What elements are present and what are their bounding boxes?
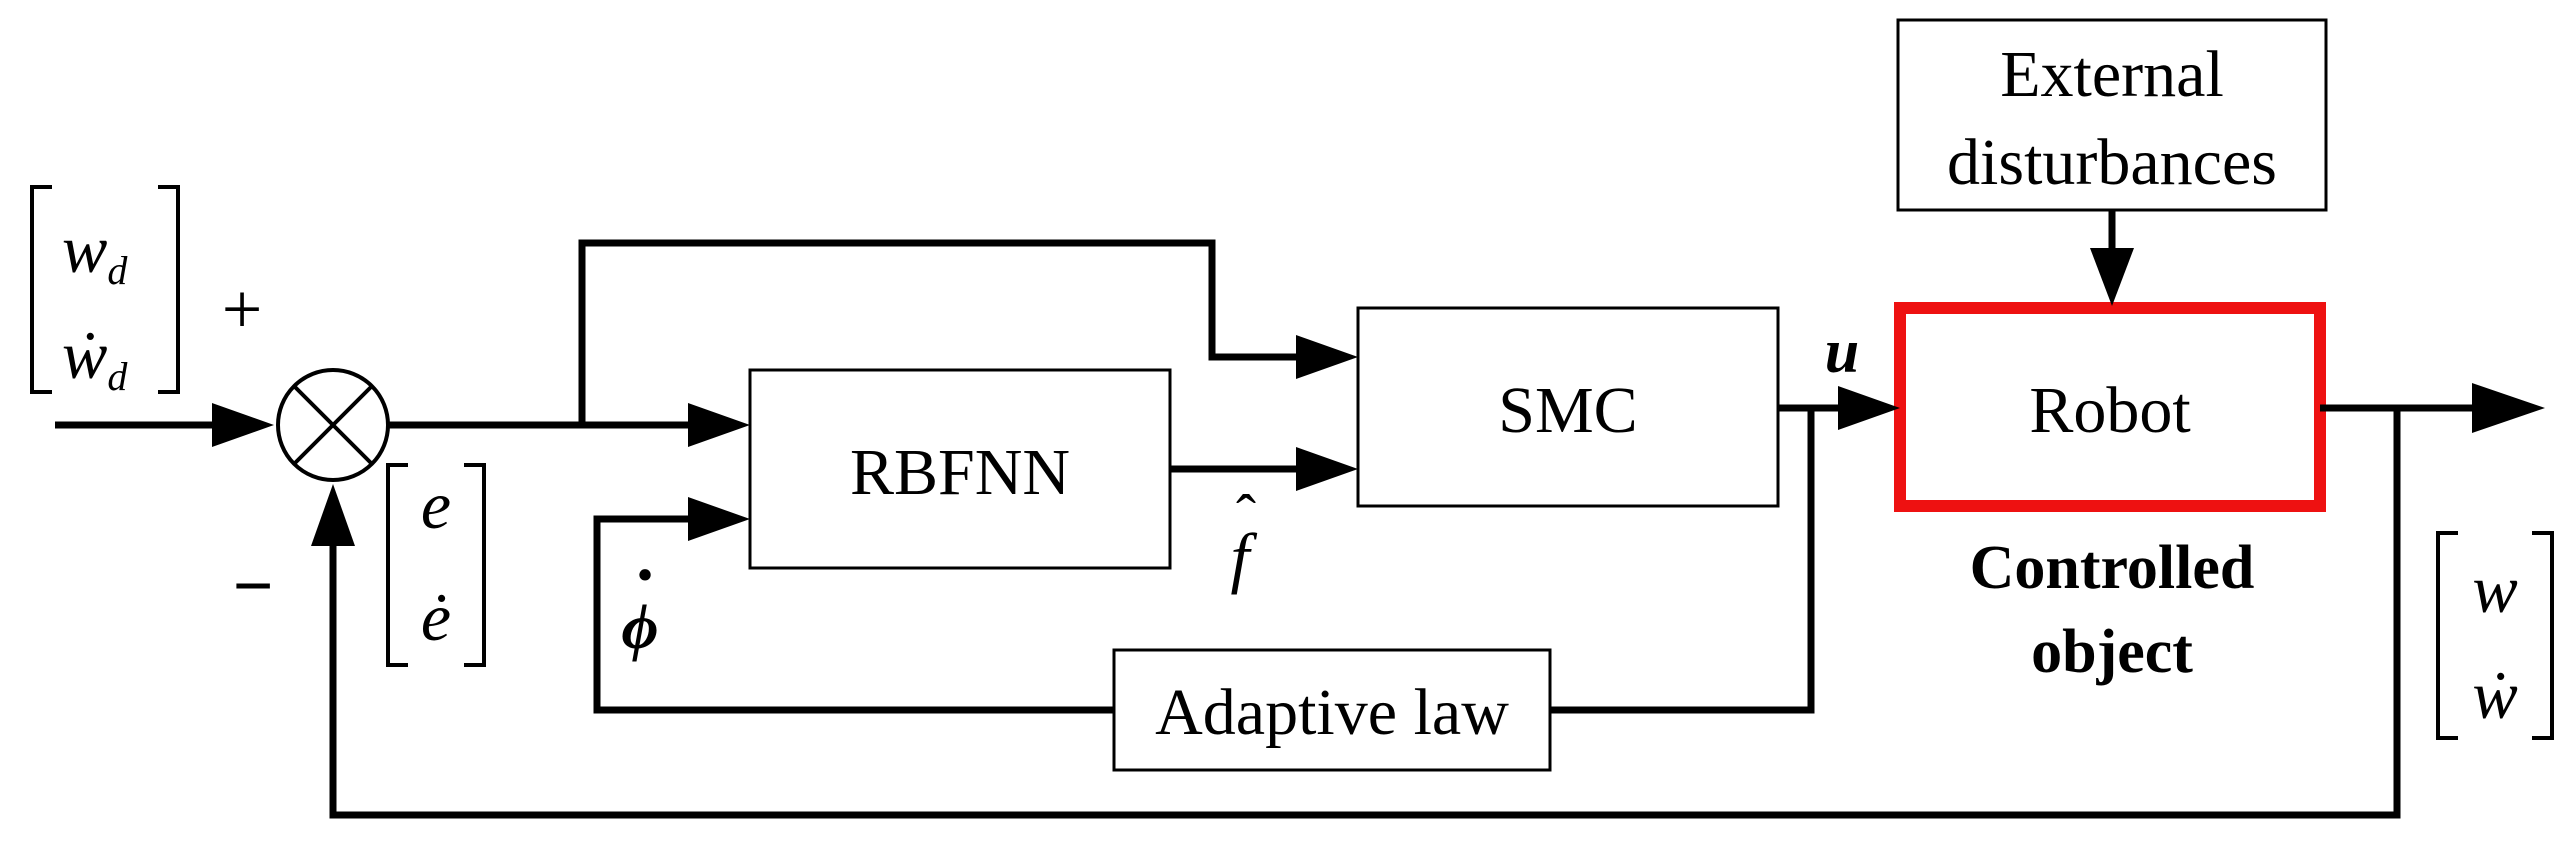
arrowheads [212,248,2545,546]
error-vector-bottom: ė [421,579,451,655]
desired-vector-left-bracket [30,185,52,394]
robot-label: Robot [2029,374,2190,447]
error-line-to-smc [578,239,1306,428]
signal-lines [55,210,2480,819]
rbfnn-label: RBFNN [850,436,1070,509]
phi-dot-base: ϕ [621,591,658,662]
desired-vector-top: wd [62,211,128,293]
desired-top-sub: d [107,248,128,293]
phi-dot-line [593,515,1114,714]
arrow-into-rbfnn-error [688,403,750,447]
controlled-object-label-line1: Controlled [1970,534,2255,602]
desired-bottom-base: ẇ [62,317,107,393]
robot-block: Robot [1894,302,2326,512]
arrow-disturbance-into-robot [2090,248,2134,306]
error-vector: e ė [386,463,486,667]
u-to-adaptive-line [1550,408,1815,714]
adaptive-law-label: Adaptive law [1155,676,1509,749]
external-disturbances-block: External disturbances [1896,18,2328,212]
arrow-into-robot [1838,386,1900,430]
arrow-output [2472,383,2545,433]
f-hat-label: f ˆ [1231,483,1258,595]
external-disturbances-label-line2: disturbances [1947,126,2277,199]
junction-cross-b [292,384,374,466]
arrow-into-rbfnn-phi [688,497,750,541]
controlled-object-label-line2: object [2031,618,2193,686]
minus-sign: − [232,546,273,626]
arrow-feedback-into-junction [311,484,355,546]
output-vector: w ẇ [2436,531,2554,740]
adaptive-law-block: Adaptive law [1112,648,1552,772]
summing-junction [276,368,390,482]
f-hat-mark: ˆ [1236,483,1256,549]
desired-state-vector: wd ẇd [30,185,180,399]
output-vector-right-bracket [2532,531,2554,740]
plus-sign: + [222,269,263,349]
control-signal-u: u [1825,318,1859,386]
arrow-into-junction [212,403,274,447]
rbfnn-block: RBFNN [748,368,1172,570]
arrow-into-smc-error [1296,335,1358,379]
phi-dot-label: ϕ · [621,537,658,662]
desired-top-base: w [62,211,107,287]
desired-vector-bottom: ẇd [62,317,128,399]
desired-vector-right-bracket [158,185,180,394]
arrow-into-smc-fhat [1296,447,1358,491]
error-vector-top: e [421,467,451,543]
smc-label: SMC [1498,374,1637,447]
error-vector-left-bracket [386,463,408,667]
output-vector-left-bracket [2436,531,2458,740]
external-disturbances-label-line1: External [2000,38,2224,111]
output-vector-bottom: ẇ [2472,657,2517,733]
output-vector-top: w [2472,551,2517,627]
desired-bottom-sub: d [107,354,128,399]
feedback-line [329,408,2401,819]
phi-dot-mark: · [633,537,656,614]
error-vector-right-bracket [464,463,486,667]
smc-block: SMC [1356,306,1780,508]
